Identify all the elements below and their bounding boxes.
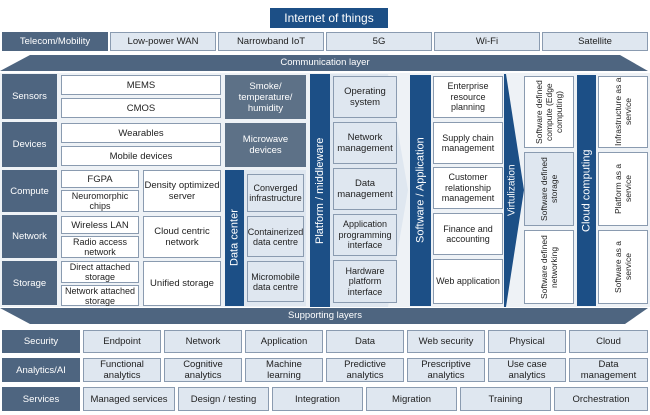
storage-label: Storage [2,261,57,305]
analytics-item: Functional analytics [83,358,161,382]
virtualization-item: Software defined networking [524,230,574,304]
devices-label: Devices [2,122,57,167]
device-item: Mobile devices [61,146,221,166]
virtualization-item: Software defined storage [524,152,574,226]
communication-layer-label: Communication layer [280,57,370,68]
analytics-item: Machine learning [245,358,323,382]
communication-layer-bar [0,55,648,71]
security-item: Application [245,330,323,353]
smoke-sensor-item: Smoke/ temperature/ humidity [225,75,306,119]
connectivity-item: Wi-Fi [434,32,540,51]
services-label: Services [2,387,80,411]
data-center-item: Converged infrastructure [247,174,304,212]
cloud-bar [577,75,596,306]
software-bar [410,75,431,306]
compute-right-item: Density optimized server [143,170,221,212]
network-right-item: Cloud centric network [143,216,221,258]
services-item: Integration [272,387,363,411]
network-item: Wireless LAN [61,216,139,234]
cloud-label: Cloud computing [580,149,593,232]
data-center-label: Data center [228,209,241,267]
diagram-title: Internet of things [270,8,388,28]
data-center-bar [225,170,244,306]
services-item: Managed services [83,387,175,411]
storage-item: Direct attached storage [61,261,139,283]
platform-item: Operating system [333,76,397,118]
services-item: Orchestration [554,387,648,411]
data-center-item: Containerized data centre [247,216,304,257]
security-label: Security [2,330,80,353]
software-item: Supply chain management [433,122,503,164]
platform-item: Network management [333,122,397,164]
software-item: Customer relationship management [433,167,503,209]
network-item: Radio access network [61,236,139,258]
analytics-item: Data management [569,358,648,382]
sensor-item: CMOS [61,98,221,118]
virtualization-chevron [504,74,524,307]
security-item: Cloud [569,330,648,353]
analytics-item: Cognitive analytics [164,358,242,382]
connectivity-item: Low-power WAN [110,32,216,51]
software-item: Enterprise resource planning [433,76,503,118]
security-item: Endpoint [83,330,161,353]
storage-right-item: Unified storage [143,261,221,306]
connectivity-label: Telecom/Mobility [2,32,108,51]
cloud-item: Software as a service [598,230,648,304]
analytics-item: Use case analytics [488,358,566,382]
virtualization-item: Software defined compute (Edge computing… [524,76,574,148]
compute-item: Neuromorphic chips [61,190,139,212]
connectivity-item: 5G [326,32,432,51]
compute-label: Compute [2,170,57,212]
security-item: Data [326,330,404,353]
cloud-item: Platform as a service [598,152,648,226]
storage-item: Network attached storage [61,285,139,306]
compute-item: FGPA [61,170,139,188]
sensor-item: MEMS [61,75,221,95]
software-label: Software / Application [414,137,427,244]
platform-label: Platform / middleware [314,137,326,244]
software-item: Web application [433,259,503,304]
analytics-item: Prescriptive analytics [407,358,485,382]
software-item: Finance and accounting [433,213,503,255]
platform-item: Data management [333,168,397,210]
services-item: Design / testing [178,387,269,411]
security-item: Physical [488,330,566,353]
supporting-layers-bar [0,308,648,324]
sensors-label: Sensors [2,74,57,119]
connectivity-item: Narrowband IoT [218,32,324,51]
platform-item: Hardware platform interface [333,260,397,303]
microwave-devices-item: Microwave devices [225,123,306,167]
analytics-item: Predictive analytics [326,358,404,382]
services-item: Migration [366,387,457,411]
analytics-label: Analytics/AI [2,358,80,382]
virtualization-label: Virtulization [506,164,518,217]
supporting-layers-label: Supporting layers [288,310,362,321]
security-item: Web security [407,330,485,353]
services-item: Training [460,387,551,411]
data-center-item: Micromobile data centre [247,261,304,302]
platform-item: Application programming interface [333,214,397,256]
cloud-item: Infrastructure as a service [598,76,648,148]
security-item: Network [164,330,242,353]
connectivity-item: Satellite [542,32,648,51]
network-label: Network [2,215,57,258]
device-item: Wearables [61,123,221,143]
